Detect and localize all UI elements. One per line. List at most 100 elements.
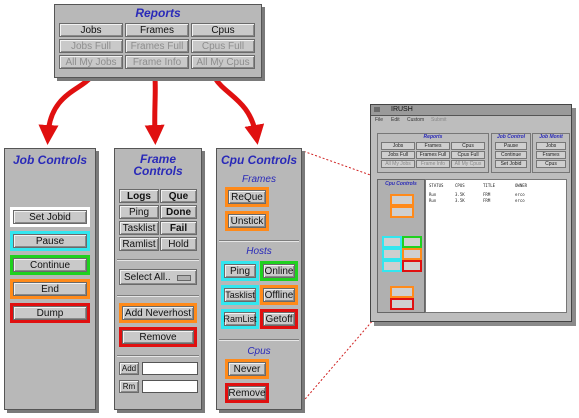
- mini-continue-button[interactable]: Continue: [495, 151, 527, 159]
- host-ping-highlight: [221, 261, 259, 281]
- host-ping-button[interactable]: Ping: [224, 264, 256, 278]
- mini-reports-box: Reports Jobs Frames Cpus Jobs Full Frame…: [377, 133, 489, 173]
- mini-getoff-button[interactable]: [402, 260, 422, 272]
- mini-cpus-button[interactable]: Cpus: [451, 142, 485, 150]
- never-button[interactable]: Never: [228, 362, 266, 376]
- mini-close-icon[interactable]: [374, 107, 380, 112]
- continue-button[interactable]: Continue: [13, 258, 87, 272]
- mini-col-title: TITLE: [483, 183, 496, 188]
- host-tasklist-button[interactable]: Tasklist: [224, 288, 256, 302]
- reports-frames-button[interactable]: Frames: [125, 23, 189, 37]
- mini-host-ping-button[interactable]: [382, 236, 402, 248]
- mini-jobs-button[interactable]: Jobs: [381, 142, 415, 150]
- frame-controls-title: Frame Controls: [115, 153, 201, 177]
- mini-title: IRUSH: [391, 106, 413, 113]
- que-button[interactable]: Que: [160, 189, 197, 203]
- mini-menu-edit[interactable]: Edit: [391, 117, 400, 123]
- reports-frame-info-button[interactable]: Frame Info: [125, 55, 189, 69]
- set-jobid-button[interactable]: Set Jobid: [13, 210, 87, 224]
- mini-cell: erco: [515, 192, 525, 197]
- mini-online-button[interactable]: [402, 236, 422, 248]
- hosts-title: Hosts: [246, 246, 272, 257]
- ramlist-button[interactable]: Ramlist: [119, 237, 159, 251]
- host-tasklist-highlight: [221, 285, 259, 305]
- add-neverhost-highlight: [119, 303, 197, 323]
- mini-job-monitor-box: Job Monit Jobs Frames Cpus: [532, 133, 570, 173]
- mini-all-my-cpus-button[interactable]: All My Cpus: [451, 160, 485, 168]
- mini-frames-full-button[interactable]: Frames Full: [416, 151, 450, 159]
- reports-all-my-jobs-button[interactable]: All My Jobs: [59, 55, 123, 69]
- offline-highlight: [260, 285, 298, 305]
- mini-pause-button[interactable]: Pause: [495, 142, 527, 150]
- mini-monitor-frames-button[interactable]: Frames: [536, 151, 566, 159]
- reports-jobs-full-button[interactable]: Jobs Full: [59, 39, 123, 53]
- rm-input[interactable]: [142, 380, 198, 393]
- mini-cell: FRM: [483, 192, 491, 197]
- mini-cell: 3.5K: [455, 198, 465, 203]
- mini-cpus-full-button[interactable]: Cpus Full: [451, 151, 485, 159]
- mini-cell: Run: [429, 192, 437, 197]
- unstick-button[interactable]: Unstick: [228, 214, 266, 228]
- mini-monitor-cpus-button[interactable]: Cpus: [536, 160, 566, 168]
- mini-tasklist-button[interactable]: [382, 248, 402, 260]
- dotted-connector-top: [299, 149, 377, 178]
- select-all-dropdown[interactable]: Select All..: [119, 269, 197, 285]
- cpu-remove-button[interactable]: Remove: [228, 386, 266, 400]
- hold-button[interactable]: Hold: [160, 237, 197, 251]
- frame-separator-3: [117, 355, 199, 357]
- cpu-separator-2: [219, 339, 299, 341]
- ping-button[interactable]: Ping: [119, 205, 159, 219]
- mini-frames-button[interactable]: Frames: [416, 142, 450, 150]
- tasklist-button[interactable]: Tasklist: [119, 221, 159, 235]
- reports-all-my-cpus-button[interactable]: All My Cpus: [191, 55, 255, 69]
- fail-button[interactable]: Fail: [160, 221, 197, 235]
- dump-highlight: [10, 303, 90, 323]
- getoff-button[interactable]: Getoff: [263, 312, 295, 326]
- dump-button[interactable]: Dump: [13, 306, 87, 320]
- mini-frame-info-button[interactable]: Frame Info: [416, 160, 450, 168]
- mini-unstick-button[interactable]: [390, 206, 414, 218]
- mini-menubar: File Edit Custom Submit: [371, 116, 571, 125]
- done-button[interactable]: Done: [160, 205, 197, 219]
- reports-frames-full-button[interactable]: Frames Full: [125, 39, 189, 53]
- offline-button[interactable]: Offline: [263, 288, 295, 302]
- host-ramlist-button[interactable]: RamList: [223, 312, 257, 326]
- mini-jobs-full-button[interactable]: Jobs Full: [381, 151, 415, 159]
- mini-menu-submit[interactable]: Submit: [431, 117, 447, 123]
- requeue-button[interactable]: ReQue: [228, 190, 266, 204]
- getoff-highlight: [260, 309, 298, 329]
- reports-jobs-button[interactable]: Jobs: [59, 23, 123, 37]
- set-jobid-highlight: [10, 207, 90, 227]
- mini-col-cpus: CPUS: [455, 183, 465, 188]
- unstick-highlight: [225, 211, 269, 231]
- cpus-title: Cpus: [247, 346, 271, 357]
- mini-reports-title: Reports: [423, 134, 443, 140]
- mini-job-control-title: Job Control: [496, 134, 526, 140]
- logs-button[interactable]: Logs: [119, 189, 159, 203]
- pause-button[interactable]: Pause: [13, 234, 87, 248]
- cpu-remove-highlight: [225, 383, 269, 403]
- add-neverhost-button[interactable]: Add Neverhost: [122, 306, 194, 320]
- mini-monitor-jobs-button[interactable]: Jobs: [536, 142, 566, 150]
- cpu-controls-panel: Cpu Controls Frames ReQue Unstick Hosts …: [216, 148, 302, 410]
- mini-output-area: STATUS CPUS TITLE OWNER Run 3.5K FRM erc…: [425, 179, 567, 313]
- add-input[interactable]: [142, 362, 198, 375]
- mini-never-button[interactable]: [390, 286, 414, 298]
- mini-cell: Run: [429, 198, 437, 203]
- mini-requeue-button[interactable]: [390, 194, 414, 206]
- reports-cpus-full-button[interactable]: Cpus Full: [191, 39, 255, 53]
- end-button[interactable]: End: [13, 282, 87, 296]
- mini-all-my-jobs-button[interactable]: All My Jobs: [381, 160, 415, 168]
- mini-set-jobid-button[interactable]: Set Jobid: [495, 160, 527, 168]
- cpu-separator-1: [219, 240, 299, 242]
- mini-offline-button[interactable]: [402, 248, 422, 260]
- mini-remove-button[interactable]: [390, 298, 414, 310]
- reports-cpus-button[interactable]: Cpus: [191, 23, 255, 37]
- mini-job-monitor-title: Job Monit: [539, 134, 563, 140]
- frame-remove-button[interactable]: Remove: [122, 330, 194, 344]
- mini-menu-file[interactable]: File: [375, 117, 384, 123]
- online-button[interactable]: Online: [263, 264, 295, 278]
- mini-ramlist-button[interactable]: [382, 260, 402, 272]
- arrow-to-cpu-controls: [212, 76, 265, 145]
- mini-menu-custom[interactable]: Custom: [407, 117, 425, 123]
